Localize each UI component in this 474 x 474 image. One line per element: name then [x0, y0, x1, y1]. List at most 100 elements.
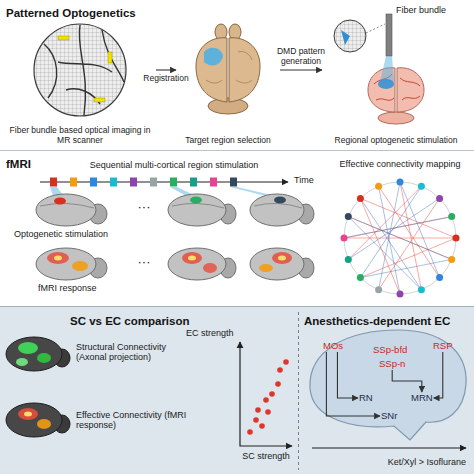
figure-path: [229, 38, 260, 102]
figure-ellipse: [6, 403, 62, 437]
figure-circle: [448, 256, 455, 263]
annotation: Effective Connectivity (fMRI response): [76, 410, 188, 431]
figure-rect: [230, 178, 237, 187]
figure-ellipse: [37, 353, 51, 363]
target-region: SNr: [380, 410, 398, 422]
figure-path: [341, 30, 350, 45]
figure-ellipse: [36, 248, 96, 280]
figure-ellipse: [203, 263, 217, 273]
figure-circle: [275, 381, 281, 387]
connector-arrow: [434, 352, 443, 398]
sagittal-brain: [310, 330, 466, 448]
source-region: SSp-n: [378, 358, 406, 370]
source-region: MOs: [322, 340, 344, 352]
arrow-label: Registration: [138, 74, 194, 84]
figure-path: [240, 342, 292, 446]
figure-rect: [94, 98, 105, 102]
figure-circle: [397, 291, 404, 298]
figure-ellipse: [250, 194, 304, 226]
annotation: Optogenetic stimulation: [14, 229, 108, 239]
figure-ellipse: [208, 98, 248, 114]
step-box: Target region selection: [176, 20, 280, 148]
region-name: MOs: [323, 340, 343, 352]
annotation: ···: [124, 200, 164, 213]
figure-path: [254, 203, 302, 208]
figure-circle: [345, 213, 352, 220]
figure-rect: [386, 14, 392, 56]
figure-circle: [255, 407, 261, 413]
panel-ground: [0, 307, 474, 474]
annotation: Time: [294, 175, 314, 185]
figure-circle: [263, 397, 269, 403]
target-region: RN: [358, 392, 374, 404]
panel-band: Patterned OptogeneticsFiber bundle based…: [0, 0, 474, 150]
figure-rect: [108, 52, 112, 63]
source-region: RSP: [432, 340, 454, 352]
figure-ellipse: [259, 264, 273, 272]
figure-ellipse: [24, 412, 32, 417]
figure-circle: [453, 235, 460, 242]
arrow-label: DMD pattern generation: [272, 47, 330, 67]
region-name: SNr: [381, 410, 397, 422]
figure-circle: [277, 367, 283, 373]
connector-arrow: [280, 69, 322, 70]
figure-ellipse: [272, 252, 292, 264]
figure-ellipse: [278, 256, 286, 261]
figure-circle: [436, 274, 443, 281]
step-caption: Regional optogenetic stimulation: [335, 136, 458, 146]
connectivity-circle: [341, 179, 460, 298]
step-box: Fiber bundle based optical imaging in MR…: [4, 20, 156, 148]
figure-ellipse: [378, 112, 414, 124]
figure-line: [366, 24, 385, 33]
figure-circle: [334, 20, 366, 52]
scatter-plot: [240, 342, 292, 446]
figure-ellipse: [36, 194, 96, 226]
annotation: Sequential multi-cortical region stimula…: [64, 160, 284, 170]
panel-divider: [0, 150, 474, 151]
connector-arrow: [326, 352, 380, 416]
region-name: SSp-n: [379, 358, 405, 370]
figure-rect: [90, 178, 97, 187]
panel-band: fMRI: [0, 151, 474, 306]
figure-circle: [436, 195, 443, 202]
figure-path: [344, 182, 456, 294]
panel-divider: [298, 312, 299, 470]
figure-circle: [345, 256, 352, 263]
region-name: RN: [359, 392, 373, 404]
figure-circle: [34, 24, 126, 116]
step-caption: Target region selection: [185, 136, 271, 146]
region-name: MRN: [411, 392, 433, 404]
figure-rect: [58, 36, 69, 40]
annotation: EC strength: [186, 328, 234, 338]
figure-rect: [70, 178, 77, 187]
figure-path: [206, 51, 252, 83]
figure-circle: [357, 195, 364, 202]
panel-title: Anesthetics-dependent EC: [304, 315, 450, 327]
figure-circle: [397, 179, 404, 186]
figure-ellipse: [6, 337, 62, 371]
stimulated-brain: [334, 14, 424, 124]
figure-path: [310, 330, 466, 440]
annotation: ···: [124, 255, 164, 268]
figure-ellipse: [378, 79, 394, 89]
figure-ellipse: [37, 419, 51, 429]
figure-ellipse: [168, 194, 226, 226]
figure-ellipse: [250, 248, 304, 280]
region-name: RSP: [433, 340, 453, 352]
annotation: SC strength: [238, 451, 294, 461]
figure-circle: [259, 423, 265, 429]
panel-band: SC vs EC comparison: [0, 307, 298, 474]
annotation: Structural Connectivity (Axonal projecti…: [76, 342, 188, 363]
annotation: Fiber bundle: [396, 5, 446, 15]
fiber-image: [34, 24, 126, 116]
figure-rect: [150, 178, 157, 187]
figure-polygon: [380, 56, 394, 82]
annotation: fMRI response: [38, 283, 97, 293]
figure-rect: [110, 178, 117, 187]
figure-path: [40, 203, 94, 208]
region-name: SSp-bfd: [373, 344, 407, 356]
figure-rect: [190, 178, 197, 187]
panel-title: fMRI: [6, 158, 31, 170]
figure-circle: [418, 183, 425, 190]
